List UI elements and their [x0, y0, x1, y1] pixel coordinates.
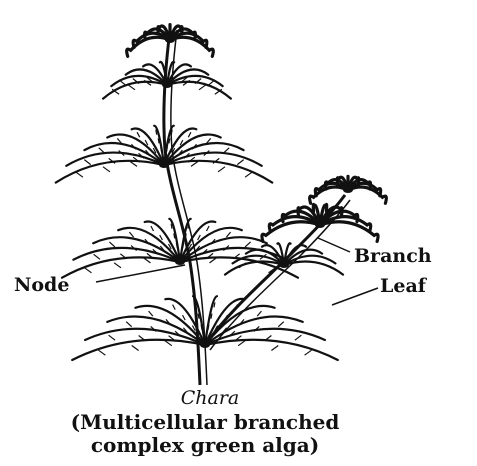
branch-pointer-line [318, 238, 350, 252]
leaflet [76, 172, 83, 177]
leaflet [94, 254, 100, 259]
leaflet [171, 224, 172, 229]
leaflet [226, 232, 230, 237]
leaflet [160, 235, 163, 240]
leaflet [245, 242, 251, 247]
leaf-pointer-line [332, 288, 378, 305]
leaflet [99, 350, 106, 355]
leaflet [132, 346, 139, 351]
leaflet [245, 172, 252, 177]
whorl-6 [310, 176, 387, 203]
leaflet [103, 167, 110, 172]
leaflet [129, 232, 133, 237]
node-label: Node [14, 274, 69, 296]
leaflet [109, 335, 116, 340]
leaflet [198, 314, 199, 319]
leaflet [305, 350, 312, 355]
leaflet [173, 305, 176, 310]
caption-title: Chara [181, 387, 240, 409]
leaflet [237, 160, 243, 165]
leaflet [214, 302, 215, 307]
leaflet [151, 226, 154, 231]
leaflet [295, 335, 302, 340]
leaflet [183, 315, 186, 320]
leaflet [218, 167, 225, 172]
leaflet [211, 314, 212, 319]
node-pointer-line [96, 265, 185, 282]
branch-label: Branch [354, 245, 432, 267]
leaflet [257, 311, 261, 316]
leaflet [198, 235, 201, 240]
leaflet [149, 311, 153, 316]
leaflet [99, 148, 105, 153]
leaf-whorls [56, 25, 387, 360]
leaflet [109, 242, 115, 247]
leaflet [188, 132, 191, 137]
leaflet [191, 161, 198, 166]
leaflet [114, 263, 121, 268]
leaflet [126, 322, 132, 327]
caption-line-2: complex green alga) [91, 433, 319, 457]
leaf-label: Leaf [380, 275, 428, 297]
leaflet [130, 161, 137, 166]
leaflet [165, 341, 172, 346]
leaflet [199, 85, 206, 90]
leaflet [137, 132, 140, 137]
whorl-1 [127, 25, 214, 57]
leaflet [128, 85, 135, 90]
caption-line-1: (Multicellular branched [71, 410, 340, 434]
leaflet [207, 226, 210, 231]
leaflet [271, 346, 278, 351]
leaflet [84, 160, 90, 165]
leaflet [278, 322, 284, 327]
leaflet [238, 341, 245, 346]
whorl-4 [62, 219, 298, 278]
leaflet [85, 268, 92, 273]
